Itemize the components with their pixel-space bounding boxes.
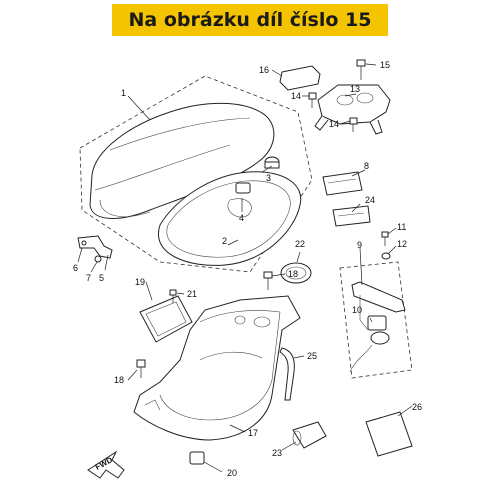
callout-14b: 14 xyxy=(329,119,339,129)
storage-box-part xyxy=(133,295,301,441)
callout-8: 8 xyxy=(364,161,369,171)
screw-part-21 xyxy=(169,289,177,303)
callout-12: 12 xyxy=(397,239,407,249)
callout-22: 22 xyxy=(295,239,305,249)
nut-part xyxy=(235,182,251,194)
sheet-part xyxy=(365,411,413,457)
callout-24: 24 xyxy=(365,195,375,205)
strap-part xyxy=(279,347,295,401)
callout-7: 7 xyxy=(86,273,91,283)
banner-title: Na obrázku díl číslo 15 xyxy=(128,9,372,31)
callout-11: 11 xyxy=(397,222,406,232)
bolt-part-15 xyxy=(356,59,366,80)
cover-part xyxy=(279,65,321,91)
callout-26: 26 xyxy=(412,402,422,412)
callout-labels: 1 2 3 4 5 6 7 8 9 10 11 12 13 14 14 15 1… xyxy=(73,60,422,478)
seat-part xyxy=(89,102,275,219)
lock-part xyxy=(349,315,390,373)
screw-part-11 xyxy=(381,231,389,246)
clip-part xyxy=(189,451,205,465)
cap-part xyxy=(280,262,312,284)
title-banner: Na obrázku díl číslo 15 xyxy=(112,4,388,36)
callout-23: 23 xyxy=(272,448,282,458)
washer-part-12 xyxy=(381,252,391,260)
hinge-part xyxy=(77,235,113,263)
forward-arrow-icon: FWD xyxy=(87,450,125,479)
panel-part xyxy=(139,295,193,343)
callout-21: 21 xyxy=(187,289,197,299)
label-part-8 xyxy=(322,171,363,196)
callout-15: 15 xyxy=(380,60,390,70)
lock-group-outline xyxy=(339,261,413,379)
callout-14a: 14 xyxy=(291,91,301,101)
callout-4: 4 xyxy=(239,213,244,223)
callout-18a: 18 xyxy=(288,269,298,279)
callout-1: 1 xyxy=(121,88,126,98)
hose-part xyxy=(292,421,327,449)
bolt-part-18 xyxy=(136,271,273,378)
callout-6: 6 xyxy=(73,263,78,273)
callout-18b: 18 xyxy=(114,375,124,385)
callout-2: 2 xyxy=(222,236,227,246)
callout-3: 3 xyxy=(266,173,271,183)
callout-5: 5 xyxy=(99,273,104,283)
label-part-24 xyxy=(332,205,371,227)
grommet-part xyxy=(264,156,280,169)
lock-bracket-part xyxy=(351,281,406,331)
callout-10: 10 xyxy=(352,305,362,315)
callout-19: 19 xyxy=(135,277,145,287)
callout-16: 16 xyxy=(259,65,269,75)
callout-17: 17 xyxy=(248,428,258,438)
callout-9: 9 xyxy=(357,240,362,250)
leader-lines xyxy=(77,63,413,473)
callout-13: 13 xyxy=(350,84,360,94)
carrier-part xyxy=(314,84,391,135)
callout-20: 20 xyxy=(227,468,237,478)
callout-25: 25 xyxy=(307,351,317,361)
